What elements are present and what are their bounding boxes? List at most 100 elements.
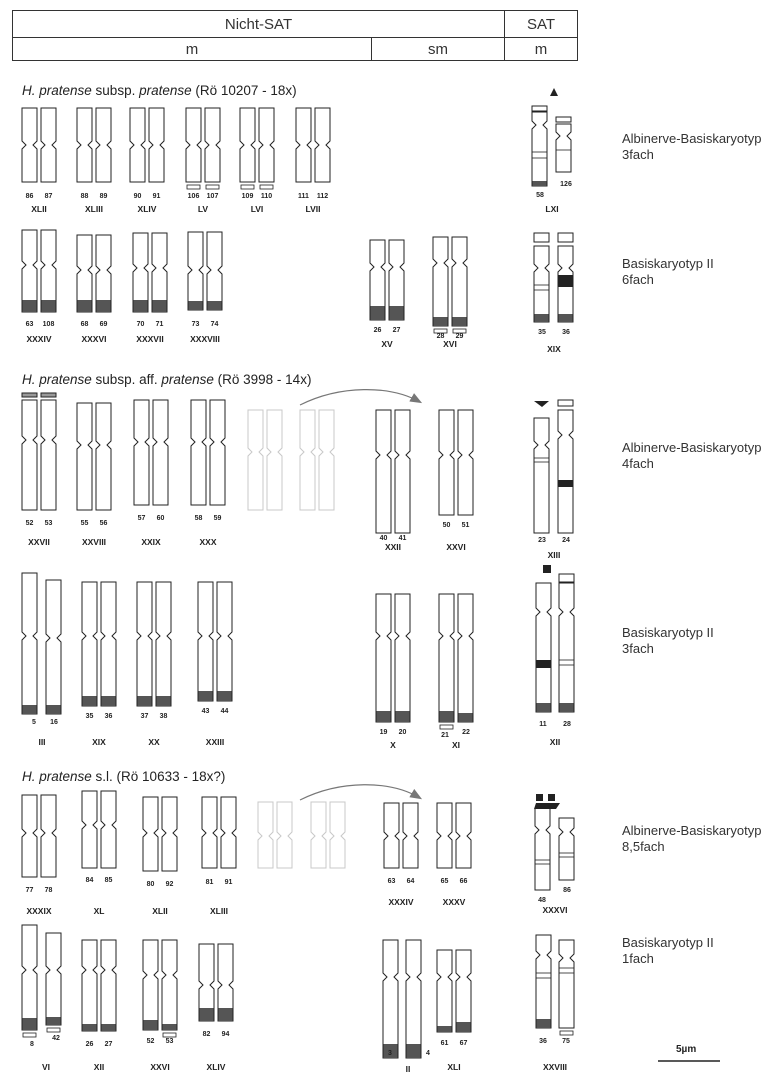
chromosome-number: 126 <box>560 181 572 188</box>
heterochromatin-band <box>23 1018 37 1030</box>
chromosome <box>437 803 452 868</box>
satellite-marker <box>550 88 558 96</box>
chromosome-number: 26 <box>374 327 382 334</box>
chromosome <box>101 940 116 1031</box>
chromosome-band <box>559 275 573 287</box>
transfer-arrow <box>300 785 420 800</box>
chromosome <box>137 582 152 706</box>
transfer-arrow <box>300 390 420 405</box>
chromosome-numeral: XXVI <box>446 542 465 552</box>
heterochromatin-band <box>102 696 116 706</box>
chromosome-number: 22 <box>462 729 470 736</box>
chromosome-numeral: XXVI <box>150 1062 169 1072</box>
chromosome-number: 91 <box>153 193 161 200</box>
chromosome <box>77 403 92 510</box>
chromosome <box>259 108 274 182</box>
chromosome <box>535 808 550 890</box>
chromosome-numeral: XIII <box>548 550 561 560</box>
chromosome <box>217 582 232 701</box>
chromosome <box>156 582 171 706</box>
chromosome <box>240 108 255 182</box>
chromosome <box>559 818 574 880</box>
chromosome-number: 53 <box>45 520 53 527</box>
heterochromatin-band <box>396 711 410 722</box>
chromosome <box>258 802 273 868</box>
chromosome <box>384 803 399 868</box>
chromosome <box>395 594 410 722</box>
chromosome-number: 86 <box>26 193 34 200</box>
chromosome-number: 89 <box>100 193 108 200</box>
heterochromatin-band <box>533 181 547 186</box>
chromosome-number: 26 <box>86 1041 94 1048</box>
chromosome-number: 36 <box>105 713 113 720</box>
heterochromatin-band <box>23 300 37 312</box>
chromosome-numeral: XIX <box>547 344 561 354</box>
chromosome-number: 67 <box>460 1040 468 1047</box>
chromosome-number: 82 <box>203 1031 211 1038</box>
chromosome-number: 16 <box>50 719 58 726</box>
chromosome <box>319 410 334 510</box>
chromosome-number: 63 <box>388 878 396 885</box>
chromosome-numeral: XXXV <box>443 897 466 907</box>
chromosome-number: 27 <box>105 1041 113 1048</box>
chromosome-number: 24 <box>562 537 570 544</box>
heterochromatin-band <box>371 306 385 320</box>
chromosome-number: 59 <box>214 515 222 522</box>
chromosome <box>46 933 61 1025</box>
satellite-marker <box>534 401 549 407</box>
chromosome <box>439 410 454 515</box>
heterochromatin-band <box>453 317 467 326</box>
chromosome-numeral: XLIII <box>210 906 228 916</box>
chromosome <box>22 230 37 312</box>
heterochromatin-band <box>440 711 454 722</box>
heterochromatin-band <box>407 1044 421 1058</box>
chromosome <box>207 232 222 310</box>
chromosome-band <box>537 660 551 668</box>
chromosome-numeral: LVI <box>251 204 264 214</box>
chromosome-number: 84 <box>86 877 94 884</box>
chromosome-number: 52 <box>147 1038 155 1045</box>
chromosome <box>221 797 236 868</box>
chromosome-number: 78 <box>45 887 53 894</box>
chromosome-numeral: XXXVII <box>136 334 163 344</box>
chromosome-number: 90 <box>134 193 142 200</box>
chromosome-number: 52 <box>26 520 34 527</box>
chromosome-numeral: XXXIX <box>26 906 51 916</box>
chromosome-number: 80 <box>147 881 155 888</box>
chromosome <box>452 237 467 326</box>
chromosome-number: 55 <box>81 520 89 527</box>
chromosome <box>277 802 292 868</box>
chromosome <box>143 940 158 1030</box>
chromosome-number: 61 <box>441 1040 449 1047</box>
heterochromatin-band <box>157 696 171 706</box>
chromosome <box>267 410 282 510</box>
chromosome-number: 63 <box>26 321 34 328</box>
heterochromatin-band <box>138 696 152 706</box>
chromosome <box>433 237 448 326</box>
chromosome <box>191 400 206 505</box>
chromosome <box>456 803 471 868</box>
chromosome <box>198 582 213 701</box>
chromosome <box>162 797 177 871</box>
satellite <box>532 106 547 111</box>
chromosome <box>458 410 473 515</box>
heterochromatin-band <box>47 1017 61 1025</box>
chromosome-number: 21 <box>441 732 449 739</box>
chromosome-number: 28 <box>563 721 571 728</box>
heterochromatin-band <box>434 317 448 326</box>
chromosome <box>403 803 418 868</box>
heterochromatin-band <box>560 703 574 712</box>
heterochromatin-band <box>153 300 167 312</box>
chromosome <box>456 950 471 1032</box>
heterochromatin-band <box>537 1019 551 1028</box>
chromosome <box>536 583 551 712</box>
chromosome <box>22 573 37 714</box>
chromosome <box>41 230 56 312</box>
chromosome <box>82 582 97 706</box>
heterochromatin-band <box>78 300 92 312</box>
chromosome-number: 66 <box>460 878 468 885</box>
chromosome-marker <box>23 1033 36 1037</box>
chromosome-numeral: XL <box>94 906 105 916</box>
chromosome <box>248 410 263 510</box>
